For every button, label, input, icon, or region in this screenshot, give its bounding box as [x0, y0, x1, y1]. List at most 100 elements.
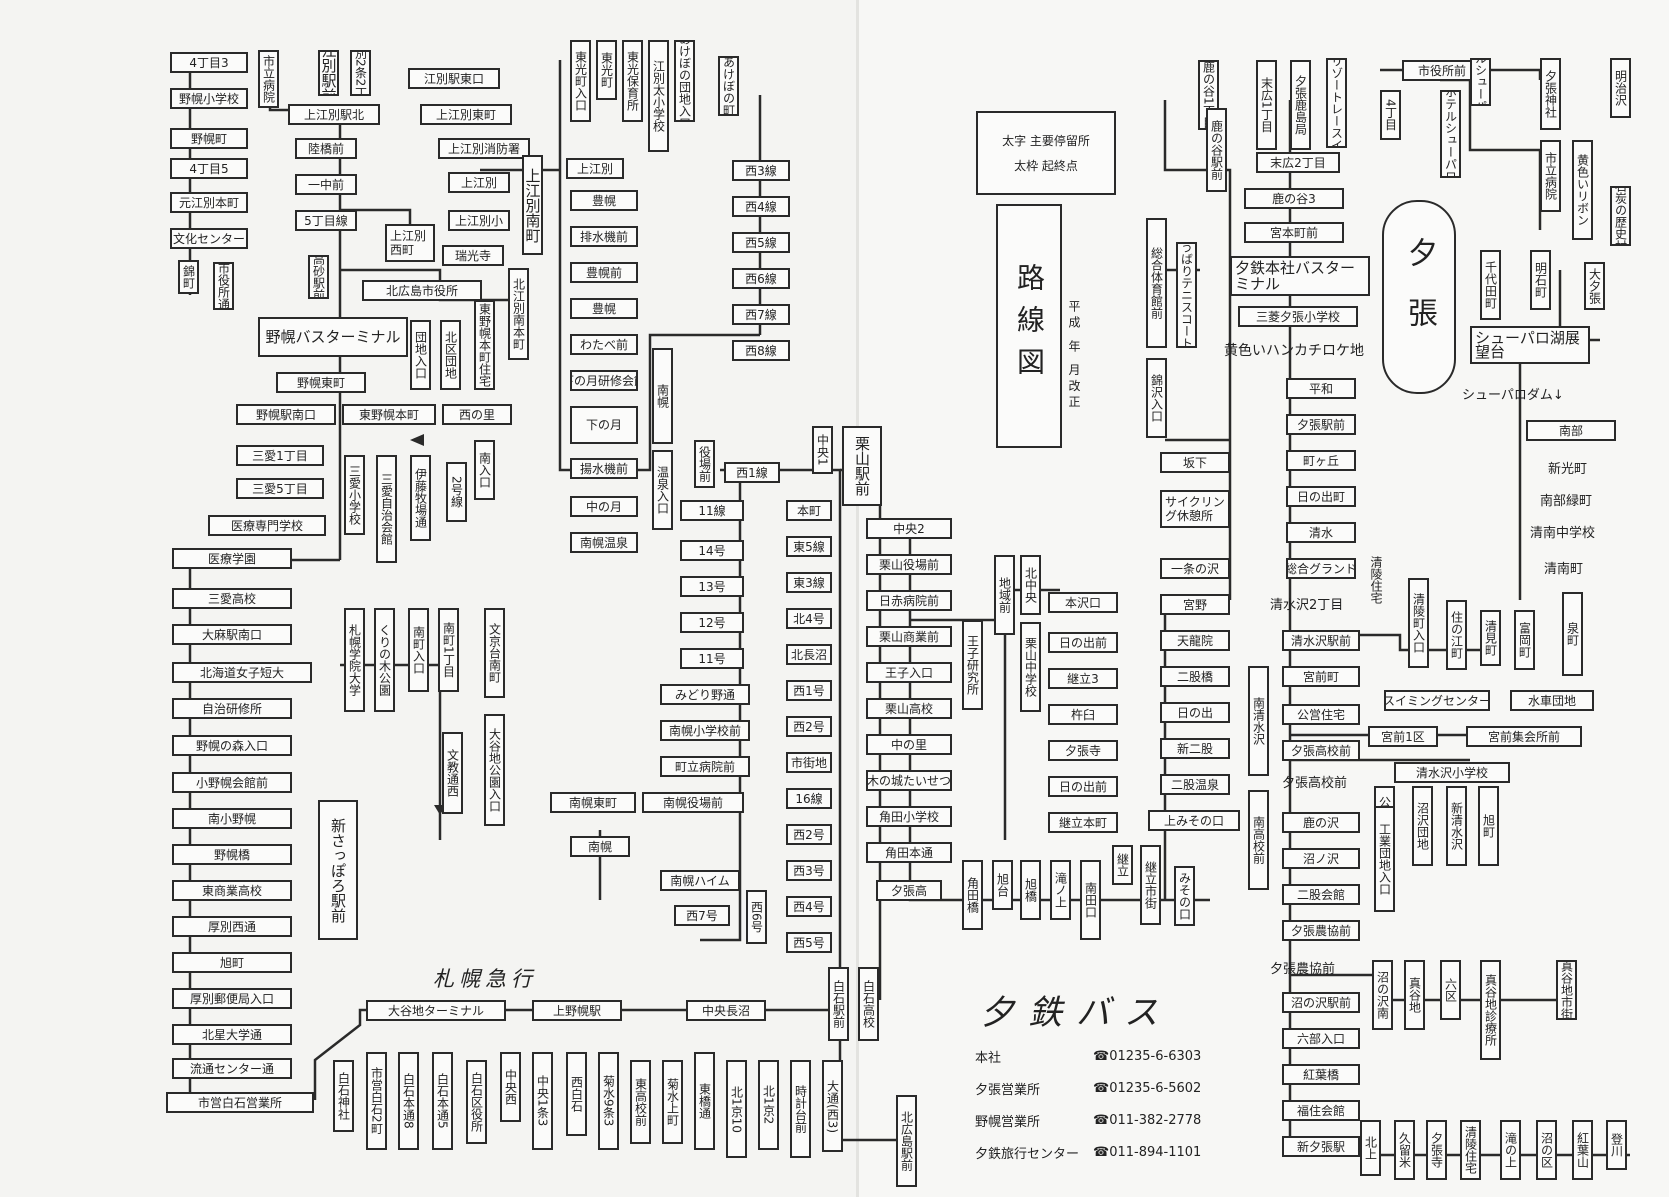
stop[interactable]: 旭橋	[1020, 860, 1041, 920]
stop[interactable]: 中の里	[866, 734, 952, 755]
stop[interactable]: 夕張寺	[1048, 740, 1118, 761]
stop[interactable]: 南部	[1526, 420, 1616, 441]
stop[interactable]: 王子研究所	[962, 620, 983, 710]
stop[interactable]: 11線	[680, 500, 744, 521]
stop[interactable]: 南幌ハイム	[660, 870, 740, 891]
stop-major[interactable]: 新さっぽろ駅前	[318, 800, 358, 940]
stop[interactable]: 野幌小学校	[170, 88, 248, 109]
stop[interactable]: 菊水上町	[662, 1060, 683, 1144]
stop[interactable]: 地域前	[994, 555, 1015, 635]
stop[interactable]: 明治沢	[1610, 58, 1631, 118]
stop[interactable]: 北長沼	[786, 644, 832, 665]
stop[interactable]: 北4号	[786, 608, 832, 629]
stop[interactable]: 4丁目3	[170, 52, 248, 73]
stop[interactable]: 西4号	[786, 896, 832, 917]
stop[interactable]: 登川	[1606, 1120, 1627, 1170]
stop[interactable]: 鹿の谷3	[1244, 188, 1344, 209]
stop[interactable]: 上江別西町	[385, 224, 435, 262]
stop[interactable]: 錦沢入口	[1146, 358, 1167, 438]
stop[interactable]: 西6号	[746, 890, 767, 944]
stop[interactable]: 南田口	[1080, 860, 1101, 940]
stop[interactable]: 旭台	[992, 860, 1013, 910]
stop[interactable]: 西6線	[732, 268, 790, 289]
stop[interactable]: 大通(西3)	[822, 1060, 843, 1152]
stop[interactable]: 東野幌本町住宅	[474, 300, 495, 390]
stop[interactable]: 上江別小	[448, 210, 510, 231]
stop[interactable]: 旭町	[1478, 786, 1499, 866]
stop[interactable]: 宮本町前	[1244, 222, 1344, 243]
stop[interactable]: くりの木公園	[374, 608, 395, 712]
stop[interactable]: 南小野幌	[172, 808, 292, 829]
stop[interactable]: 市営白石2町	[366, 1052, 387, 1150]
stop[interactable]: 2号線	[446, 462, 467, 522]
stop[interactable]: 日赤病院前	[866, 590, 952, 611]
stop[interactable]: 市立病院	[1540, 140, 1561, 212]
stop[interactable]: ホテルシューパロ前	[1470, 58, 1491, 106]
stop[interactable]: 本町	[786, 500, 832, 521]
stop[interactable]: 真谷地市街	[1556, 960, 1577, 1020]
stop[interactable]: 厚別郵便局入口	[172, 988, 292, 1009]
stop[interactable]: 東3線	[786, 572, 832, 593]
stop[interactable]: 大谷地ターミナル	[366, 1000, 506, 1021]
stop[interactable]: 日の出	[1160, 702, 1230, 723]
stop[interactable]: 野幌町	[170, 128, 248, 149]
stop[interactable]: 継立本町	[1048, 812, 1118, 833]
stop[interactable]: 西5号	[786, 932, 832, 953]
stop[interactable]: 市立病院	[258, 50, 279, 108]
stop[interactable]: 西5線	[732, 232, 790, 253]
stop[interactable]: 北1京2	[758, 1060, 779, 1150]
stop[interactable]: 瑞光寺	[442, 245, 504, 266]
stop[interactable]: 工業団地入口	[1374, 806, 1395, 912]
stop[interactable]: 揚水機前	[570, 458, 638, 479]
stop[interactable]: 13号	[680, 576, 744, 597]
stop[interactable]: 富岡町	[1514, 610, 1535, 670]
stop[interactable]: 16線	[786, 788, 832, 809]
stop[interactable]: 沼の区	[1536, 1120, 1557, 1180]
stop[interactable]: あけぼの町	[718, 56, 739, 116]
stop[interactable]: 三愛5丁目	[236, 478, 324, 499]
stop[interactable]: 滝の上	[1500, 1120, 1521, 1180]
stop[interactable]: 公営住宅	[1282, 704, 1360, 725]
stop[interactable]: みどり野通	[660, 684, 750, 705]
stop[interactable]: 東光町入口	[570, 40, 591, 122]
stop[interactable]: 市営白石営業所	[166, 1092, 314, 1113]
stop[interactable]: 夕張農協前	[1282, 920, 1360, 941]
stop[interactable]: 町立病院前	[660, 756, 750, 777]
stop[interactable]: 温泉入口	[652, 450, 673, 530]
stop[interactable]: 東5線	[786, 536, 832, 557]
stop[interactable]: 宮野	[1160, 594, 1230, 615]
stop[interactable]: 大麻駅南口	[172, 624, 292, 645]
stop[interactable]: 市役所前	[1402, 60, 1482, 81]
stop[interactable]: 黄色いリボン	[1572, 140, 1593, 240]
stop[interactable]: 西の里	[442, 404, 512, 425]
stop[interactable]: 東商業高校	[172, 880, 292, 901]
stop[interactable]: 坂下	[1160, 452, 1230, 473]
stop[interactable]: ゆうばりテニスコート前	[1176, 242, 1197, 348]
stop[interactable]: 団地入口	[410, 320, 431, 390]
stop[interactable]: 4丁目	[1380, 90, 1401, 140]
stop[interactable]: 南幌役場前	[642, 792, 744, 813]
stop[interactable]: 豊幌	[570, 298, 638, 319]
stop[interactable]: 泉町	[1562, 592, 1583, 676]
stop[interactable]: 12号	[680, 612, 744, 633]
stop[interactable]: 継立	[1112, 845, 1133, 885]
stop-major[interactable]: 上江別南町	[522, 155, 543, 255]
stop[interactable]: 杵臼	[1048, 704, 1118, 725]
stop[interactable]: 白石区役所	[466, 1060, 487, 1144]
stop[interactable]: 南高校前	[1248, 790, 1269, 890]
stop[interactable]: 栗山役場前	[866, 554, 952, 575]
stop[interactable]: 鹿の沢	[1282, 812, 1360, 833]
stop[interactable]: 継立市街	[1140, 845, 1161, 925]
stop[interactable]: 南町入口	[408, 608, 429, 692]
stop[interactable]: 陸橋前	[295, 138, 357, 159]
stop[interactable]: 福住会館	[1282, 1100, 1360, 1121]
stop[interactable]: 沼の沢駅前	[1282, 992, 1360, 1013]
stop[interactable]: 北中央	[1020, 555, 1041, 615]
stop[interactable]: 上みその口	[1148, 810, 1240, 831]
stop[interactable]: 三愛自治会館	[376, 455, 397, 563]
stop[interactable]: 夕張鹿島局	[1290, 60, 1311, 150]
stop[interactable]: 西白石	[566, 1052, 587, 1136]
stop[interactable]: 白石本通5	[432, 1052, 453, 1150]
stop[interactable]: 野幌東町	[276, 372, 366, 393]
stop[interactable]: 市街地	[786, 752, 832, 773]
